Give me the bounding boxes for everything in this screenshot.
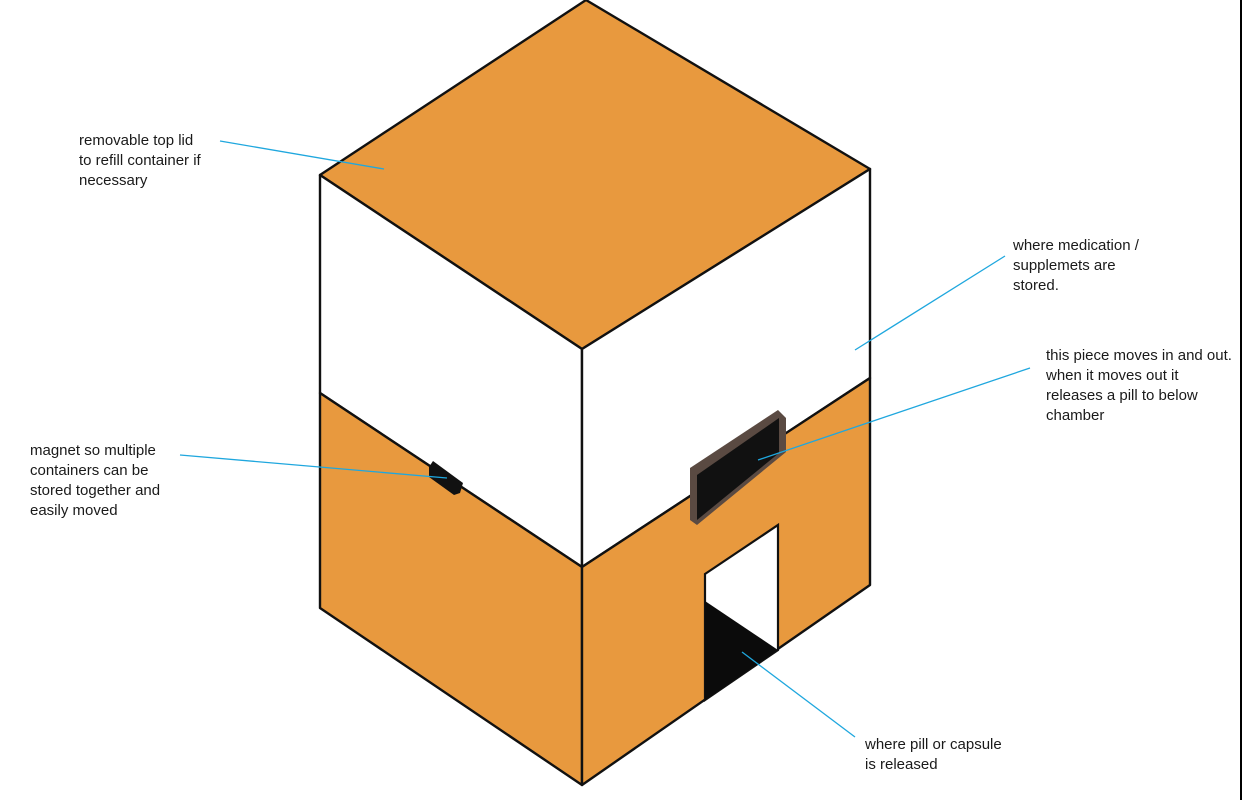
slider-annotation-line: releases a pill to below	[1046, 387, 1198, 404]
storage-annotation-line: stored.	[1013, 277, 1059, 294]
release-annotation: where pill or capsule is released	[865, 735, 1002, 775]
slider-annotation-line: chamber	[1046, 407, 1105, 424]
magnet-annotation-line: magnet so multiple	[30, 442, 156, 459]
lid-leader-line	[219, 140, 385, 170]
release-annotation-line: where pill or capsule	[865, 736, 1002, 753]
storage-annotation: where medication / supplemets are stored…	[1013, 236, 1139, 296]
magnet-annotation-line: easily moved	[30, 502, 118, 519]
slider-annotation-line: when it moves out it	[1046, 367, 1179, 384]
lid-annotation-line: necessary	[79, 172, 148, 189]
storage-annotation-line: where medication /	[1013, 237, 1139, 254]
storage-leader-line	[854, 255, 1006, 351]
sliding-release-piece	[697, 418, 779, 520]
lid-annotation-line: to refill container if	[79, 152, 201, 169]
release-leader-line	[741, 651, 856, 738]
slider-annotation: this piece moves in and out. when it mov…	[1046, 346, 1232, 426]
magnet-annotation-line: stored together and	[30, 482, 161, 499]
storage-annotation-line: supplemets are	[1013, 257, 1116, 274]
magnet-leader-line	[179, 454, 448, 479]
slider-annotation-line: this piece moves in and out.	[1046, 347, 1232, 364]
lid-annotation: removable top lid to refill container if…	[79, 131, 201, 191]
magnet-annotation-line: containers can be	[30, 462, 149, 479]
slider-leader-line	[757, 367, 1031, 461]
release-annotation-line: is released	[865, 756, 938, 773]
magnet-annotation: magnet so multiple containers can be sto…	[30, 441, 160, 521]
lid-annotation-line: removable top lid	[79, 132, 194, 149]
release-opening-shadow	[705, 601, 778, 700]
